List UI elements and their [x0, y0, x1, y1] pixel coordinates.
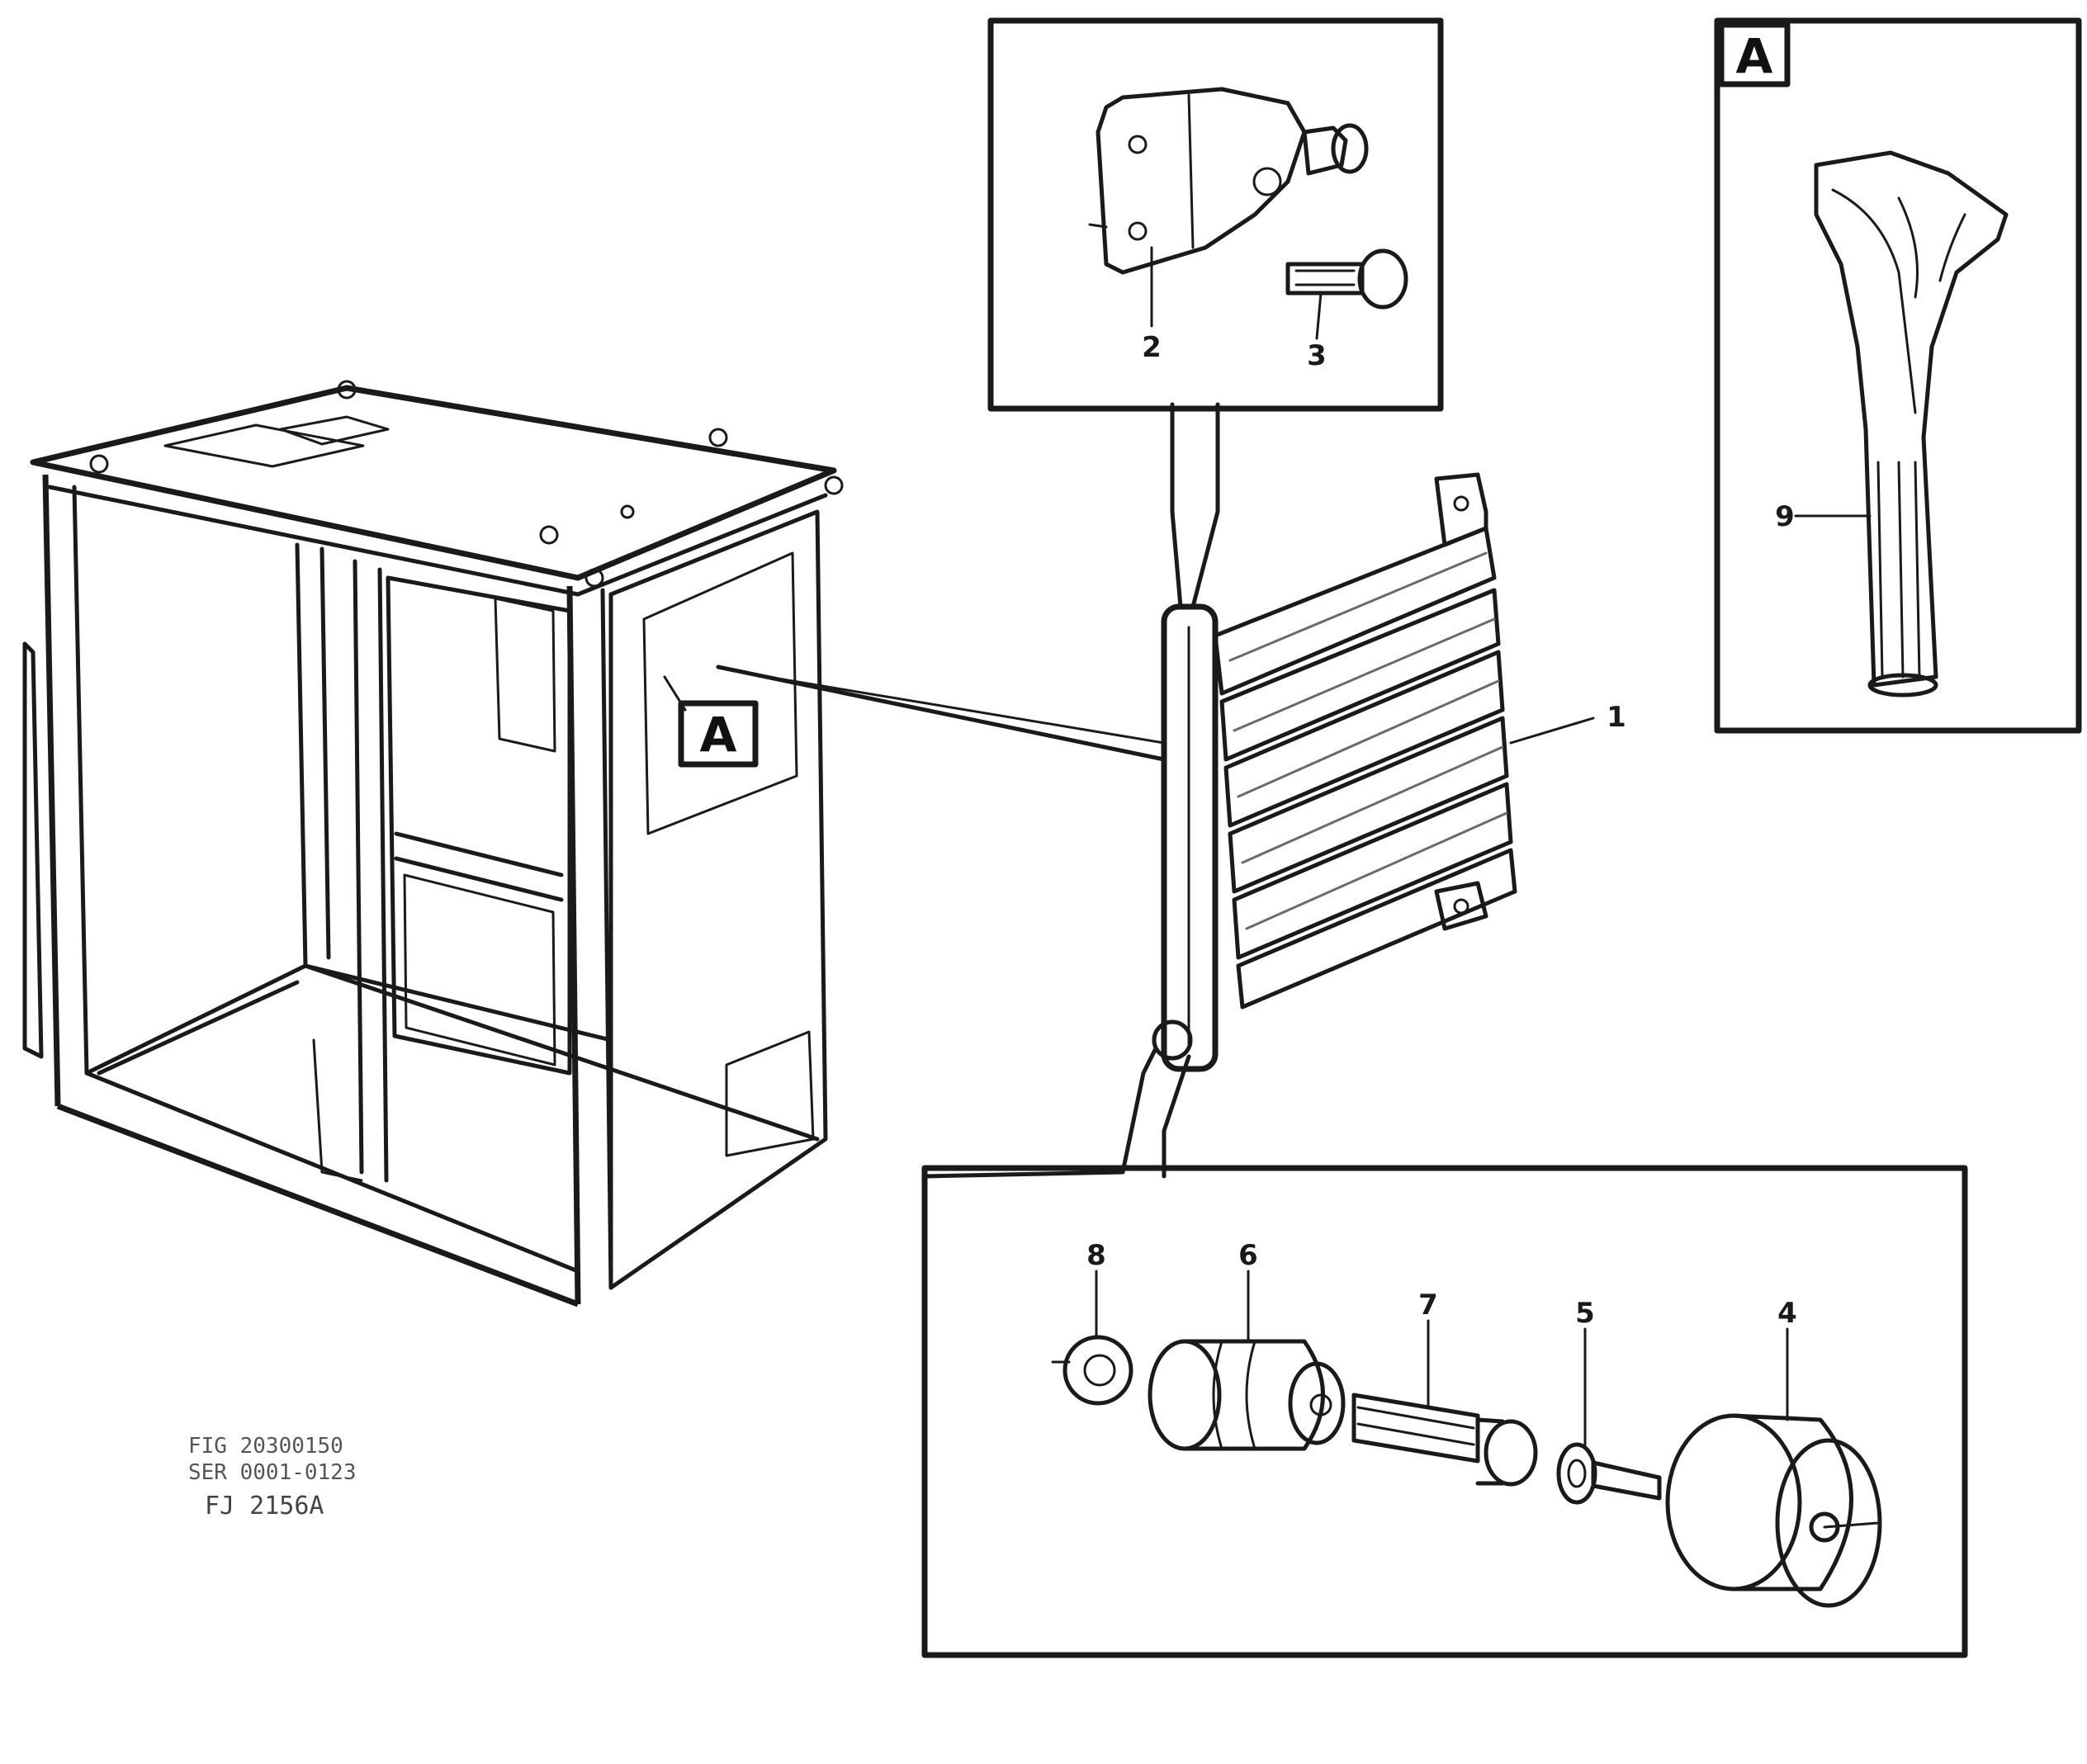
- callout-6: 6: [1238, 1239, 1258, 1272]
- callout-3: 3: [1307, 339, 1327, 372]
- detail-view-marker: A: [1736, 28, 1773, 84]
- cab-frame: A: [22, 380, 1167, 1308]
- callout-2: 2: [1142, 331, 1162, 364]
- callout-7: 7: [1418, 1289, 1438, 1322]
- callout-8: 8: [1086, 1239, 1106, 1272]
- drawing-reference: FIG 20300150 SER 0001-0123 FJ 2156A: [188, 1434, 357, 1520]
- drawing-ref-line3: FJ 2156A: [205, 1492, 324, 1520]
- drawing-ref-line2: SER 0001-0123: [188, 1460, 357, 1485]
- drawing-ref-line1: FIG 20300150: [188, 1434, 343, 1459]
- callout-4: 4: [1777, 1297, 1797, 1330]
- door-assembly: 1: [922, 402, 1626, 1179]
- view-a-detail: A 9: [1714, 17, 2082, 734]
- cab-view-marker: A: [700, 707, 737, 763]
- strut-detail: 8 6 7 5 4: [921, 1165, 1968, 1658]
- callout-9: 9: [1775, 500, 1795, 533]
- callout-5: 5: [1575, 1297, 1595, 1330]
- hinge-detail: 2 3: [987, 17, 1444, 412]
- callout-1: 1: [1607, 701, 1626, 734]
